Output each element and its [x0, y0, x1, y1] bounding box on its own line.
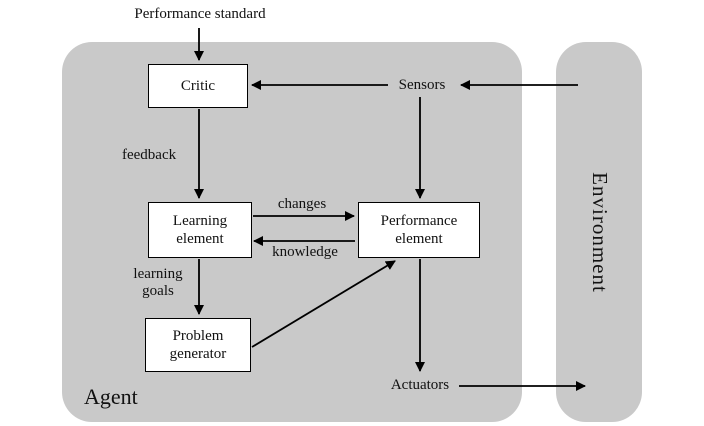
environment-label-wrap: Environment [556, 42, 642, 422]
environment-container [556, 42, 642, 422]
learning-goals-label: learning goals [133, 266, 183, 299]
problem-generator-node-label: Problem generator [169, 328, 227, 362]
sensors-label: Sensors [398, 77, 446, 93]
knowledge-label: knowledge [272, 244, 338, 260]
critic-node-label: Critic [180, 78, 216, 94]
performance-standard-label: Performance standard [134, 6, 266, 22]
actuators-label: Actuators [390, 377, 450, 393]
learning-element-node-label: Learning element [172, 213, 228, 247]
performance-element-node: Performance element [358, 202, 480, 258]
changes-label: changes [277, 196, 327, 212]
problem-generator-node: Problem generator [145, 318, 251, 372]
feedback-label: feedback [122, 147, 177, 163]
critic-node: Critic [148, 64, 248, 108]
environment-label: Environment [587, 171, 612, 293]
learning-element-node: Learning element [148, 202, 252, 258]
performance-element-node-label: Performance element [380, 213, 458, 247]
agent-label: Agent [84, 384, 138, 409]
